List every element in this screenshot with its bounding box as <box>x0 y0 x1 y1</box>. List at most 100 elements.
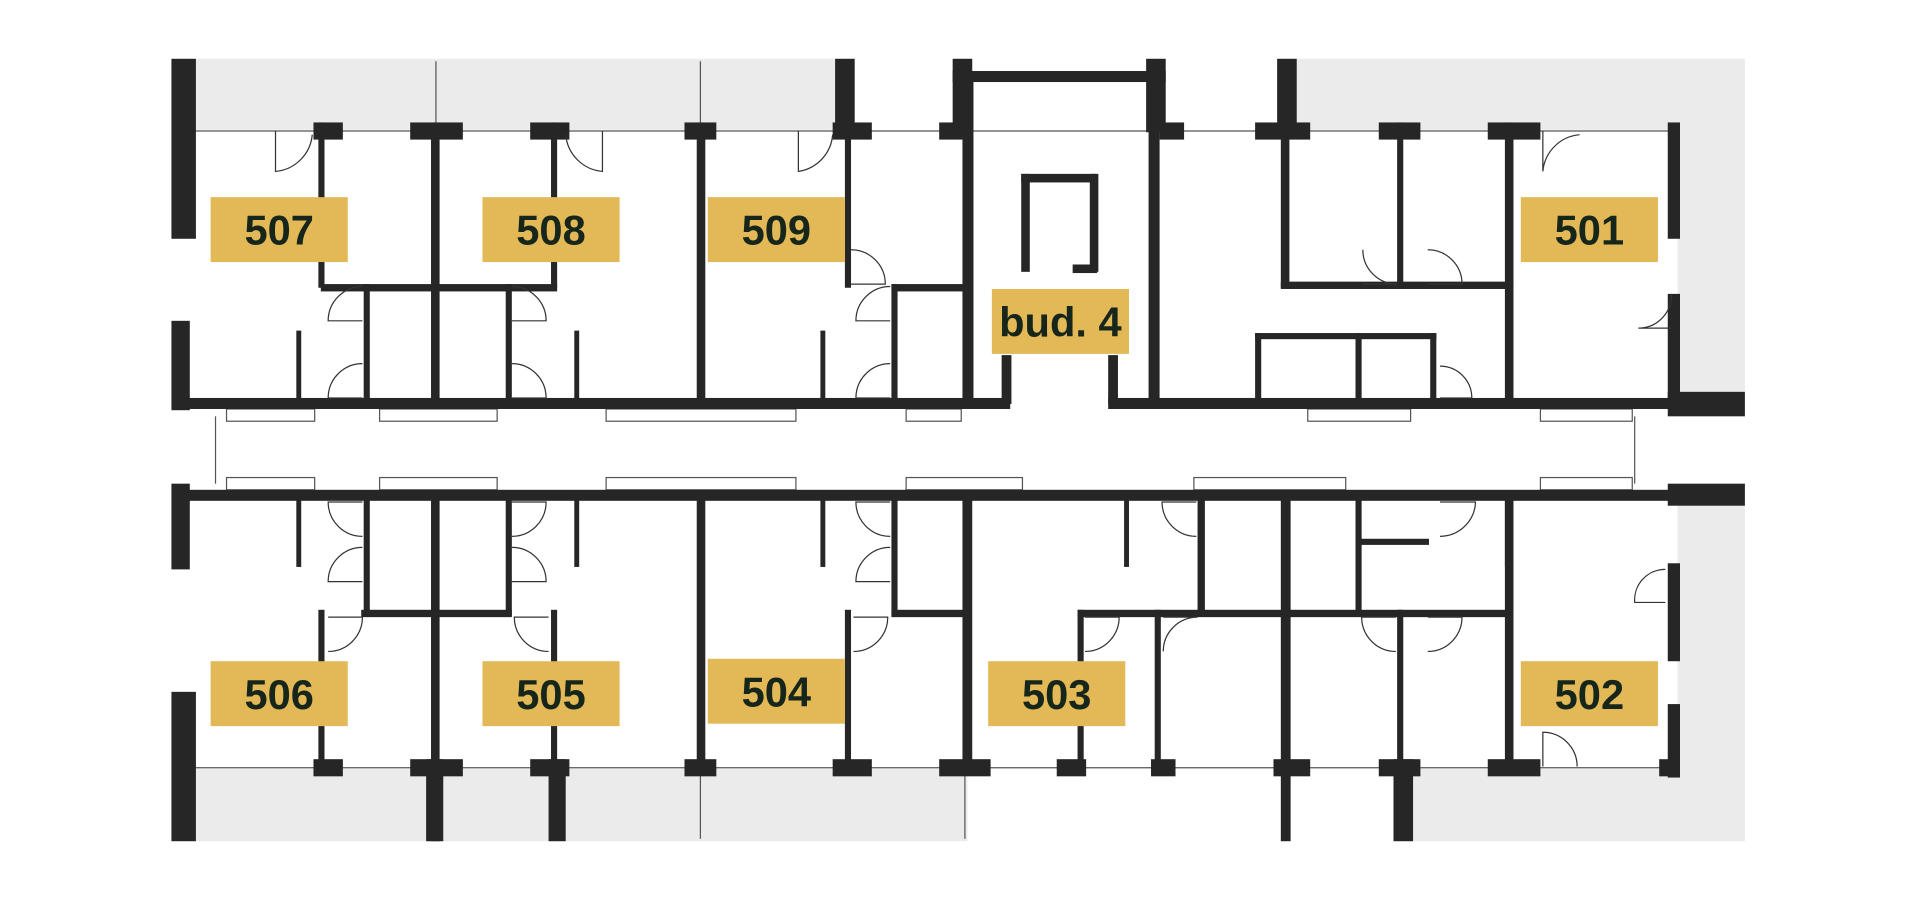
pillar <box>410 759 463 777</box>
wall <box>1667 563 1680 662</box>
door-swing <box>855 285 891 322</box>
unit-508[interactable]: 508 <box>482 197 620 263</box>
walls <box>171 58 1745 842</box>
wall <box>1430 333 1437 405</box>
wall <box>171 691 196 842</box>
balcony <box>195 768 968 842</box>
door-swing <box>855 363 891 399</box>
unit-number: 504 <box>742 668 811 715</box>
wall <box>505 495 512 616</box>
wall <box>962 495 973 772</box>
wall <box>1280 122 1290 288</box>
wall <box>171 58 196 239</box>
wall <box>1504 122 1514 405</box>
unit-502[interactable]: 502 <box>1520 661 1658 727</box>
door-swing <box>1162 616 1198 652</box>
wall <box>1089 173 1099 272</box>
unit-505[interactable]: 505 <box>482 661 620 727</box>
wall <box>431 122 440 405</box>
building-number: bud. 4 <box>999 299 1122 346</box>
unit-number: 502 <box>1555 671 1624 718</box>
wall <box>952 71 1166 83</box>
wall <box>891 495 898 616</box>
unit-number: 505 <box>516 671 585 718</box>
wall <box>320 284 558 292</box>
window <box>605 476 797 491</box>
wall <box>1255 333 1437 340</box>
pillar <box>1487 122 1541 140</box>
door-swing <box>1638 293 1673 329</box>
wall <box>171 483 190 570</box>
window <box>905 476 1024 491</box>
wall <box>505 284 512 405</box>
wall <box>696 495 706 772</box>
unit-number: 503 <box>1022 671 1091 718</box>
unit-number: 506 <box>244 671 313 718</box>
unit-506[interactable]: 506 <box>210 661 348 727</box>
pillar <box>1159 122 1185 140</box>
unit-509[interactable]: 509 <box>707 197 845 263</box>
pillar <box>939 122 964 140</box>
wall <box>844 122 852 288</box>
door-swing <box>797 131 834 173</box>
door-swing <box>1084 616 1120 653</box>
pillar <box>1255 122 1311 140</box>
unit-503[interactable]: 503 <box>988 661 1126 727</box>
window <box>1307 408 1412 422</box>
pillar <box>313 122 343 140</box>
pillar <box>1151 759 1176 777</box>
wall <box>1397 122 1404 288</box>
wall <box>183 489 1678 501</box>
wall <box>548 759 566 842</box>
wall <box>1255 333 1262 405</box>
wall <box>1197 495 1205 616</box>
window <box>605 408 797 422</box>
window <box>1539 476 1633 491</box>
door-swing <box>1634 568 1666 604</box>
pillar <box>1487 759 1541 777</box>
pillar <box>530 122 570 140</box>
wall <box>1277 58 1297 133</box>
door-swing <box>327 285 363 322</box>
door-swing <box>274 131 313 173</box>
pillar <box>832 122 872 140</box>
wall <box>1667 391 1745 417</box>
wall <box>1355 495 1362 616</box>
door-swing <box>1439 501 1477 537</box>
pillar <box>939 759 991 777</box>
wall <box>891 609 965 618</box>
unit-501[interactable]: 501 <box>1520 197 1658 263</box>
balcony <box>195 58 839 130</box>
wall <box>171 320 190 411</box>
unit-number: 508 <box>516 207 585 254</box>
building-label: bud. 4 <box>991 288 1129 354</box>
door-swing <box>855 546 891 583</box>
wall <box>1393 759 1414 842</box>
wall <box>820 330 826 405</box>
door-swing <box>1427 616 1463 653</box>
wall <box>431 495 440 842</box>
wall <box>1280 495 1291 842</box>
wall <box>1148 71 1160 405</box>
balcony <box>1295 58 1745 130</box>
door-swing <box>511 285 547 322</box>
window <box>1193 476 1347 491</box>
wall <box>835 58 855 133</box>
balconies <box>195 58 1745 842</box>
unit-507[interactable]: 507 <box>210 197 348 263</box>
wall <box>1667 122 1680 239</box>
wall <box>574 495 580 567</box>
wall <box>1504 495 1514 772</box>
door-swing <box>855 501 891 537</box>
pillar <box>530 759 570 777</box>
wall <box>363 495 370 616</box>
balcony <box>1408 768 1745 842</box>
wall <box>1397 609 1404 769</box>
wall <box>1001 355 1012 405</box>
pillar <box>1378 759 1421 777</box>
unit-number: 507 <box>244 207 313 254</box>
pillar <box>1378 122 1421 140</box>
unit-504[interactable]: 504 <box>707 658 845 724</box>
wall <box>1077 609 1513 618</box>
window <box>378 408 498 422</box>
